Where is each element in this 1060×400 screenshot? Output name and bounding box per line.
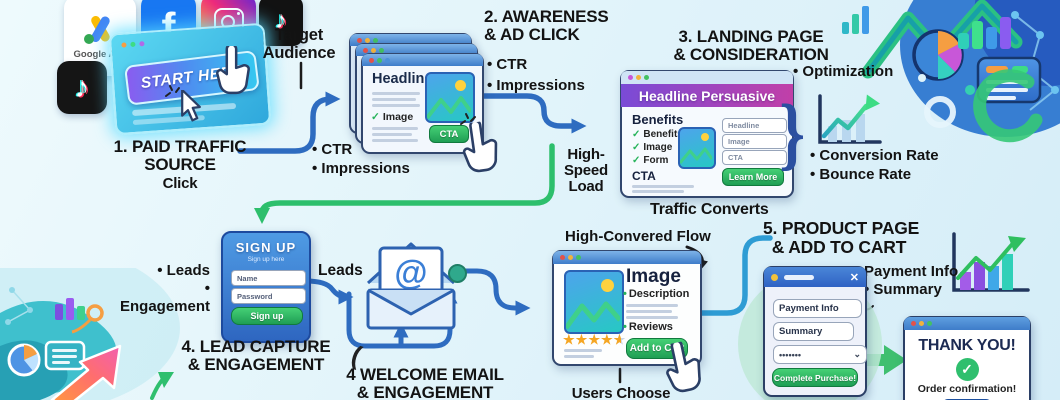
click-sparks xyxy=(165,85,180,97)
tiktok-icon-2[interactable]: ♪ xyxy=(57,61,107,114)
payment-info-field[interactable]: Payment Info xyxy=(773,299,862,318)
decor-top-right xyxy=(842,0,1060,143)
step5-title: 5. PRODUCT PAGE & ADD TO CART xyxy=(763,218,920,257)
star-rating: ★★★★★★ xyxy=(563,333,626,346)
product-title: Image xyxy=(626,266,681,287)
envelope-icon: @ xyxy=(366,242,456,330)
google-ads-logo xyxy=(84,15,110,44)
growth-chart xyxy=(952,232,1030,292)
star-icon: ★ xyxy=(600,332,614,347)
step2-bullets: • CTR • Impressions xyxy=(487,56,585,95)
landing-field-cta[interactable]: CTA xyxy=(722,150,787,165)
landing-image-thumb xyxy=(678,127,716,169)
signup-password-input[interactable]: Password xyxy=(231,288,306,304)
signup-name-input[interactable]: Name xyxy=(231,270,306,286)
chevron-down-icon: ⌄ xyxy=(853,349,861,359)
flow-label: High-Convered Flow xyxy=(565,228,711,245)
complete-purchase-button[interactable]: Complete Purchase! xyxy=(772,368,858,387)
order-confirmation-label: Order confirmation! xyxy=(917,383,1017,395)
target-audience-label: Target Audience xyxy=(262,26,336,62)
checkmark-circle-icon: ✓ xyxy=(955,358,979,381)
product-image-thumb xyxy=(564,270,624,334)
step3-metrics: • Conversion Rate • Bounce Rate xyxy=(810,147,939,184)
google-ads-label: Google Ads xyxy=(73,48,127,60)
ad-image-check: ✓Image xyxy=(371,111,414,123)
optimization-bullet: • Optimization xyxy=(793,63,894,80)
welcome-title: 4 WELCOME EMAIL & ENGAGEMENT xyxy=(346,365,504,400)
cta-button[interactable]: CTA xyxy=(429,125,469,143)
tiktok-icon[interactable]: ♪ xyxy=(259,0,303,46)
step3-title: 3. LANDING PAGE & CONSIDERATION xyxy=(673,27,829,65)
password-dropdown[interactable]: ••••••• ⌄ xyxy=(773,345,867,364)
check-icon: ✓ xyxy=(371,111,380,123)
landing-cta-label: CTA xyxy=(632,169,656,183)
high-speed-label: High-Speed Load xyxy=(563,146,608,196)
landing-benefits-title: Benefits xyxy=(632,112,684,127)
brace-right: } xyxy=(779,87,806,178)
ad-metrics: • CTR • Impressions xyxy=(312,141,410,178)
flow-node-dot xyxy=(448,264,467,283)
landing-window: Headline Persuasive Benefits ✓Benefits ✓… xyxy=(620,70,794,198)
cursor-arrow-icon xyxy=(181,90,201,122)
step4-title: 4. LEAD CAPTURE & ENGAGEMENT xyxy=(181,337,331,375)
ad-window: Headline ✓Image CTA xyxy=(361,53,484,154)
star-half-icon: ★★ xyxy=(613,332,627,347)
thankyou-title: THANK YOU! xyxy=(918,337,1016,354)
landing-field-image[interactable]: Image xyxy=(722,134,787,149)
users-choose-label: Users Choose xyxy=(571,385,671,400)
star-icon: ★ xyxy=(575,332,589,347)
check-icon: ✓ xyxy=(632,129,641,140)
window-dot xyxy=(771,273,778,281)
check-icon: ✓ xyxy=(632,142,641,153)
decor-bottom-left xyxy=(0,268,180,400)
step1-title: 1. PAID TRAFFIC SOURCE Click xyxy=(105,137,255,192)
bullet-icon: • xyxy=(623,288,627,300)
cursor-hand-icon xyxy=(666,339,701,393)
signup-sub: Sign up here xyxy=(247,256,285,263)
landing-field-headline[interactable]: Headline xyxy=(722,118,787,133)
step2-title: 2. AWARENESS & AD CLICK xyxy=(484,7,609,45)
bullet-icon: • xyxy=(623,321,627,333)
browser-dots xyxy=(121,41,145,48)
step1-sub: Click xyxy=(162,174,198,192)
star-icon: ★ xyxy=(588,332,601,347)
at-icon: @ xyxy=(394,254,427,292)
signup-button[interactable]: Sign up xyxy=(231,307,303,325)
step4-bullets: • Leads • Engagement xyxy=(119,262,210,315)
payment-info-bullets: Payment Info • Summary xyxy=(864,263,959,299)
payment-modal-titlebar: ✕ xyxy=(764,267,866,287)
signup-title: SIGN UP xyxy=(235,240,297,255)
cursor-hand-icon xyxy=(462,119,498,173)
conversion-chart xyxy=(818,94,882,144)
ad-headline: Headline xyxy=(372,71,433,87)
payment-modal: ✕ Payment Info Summary ••••••• ⌄ Complet… xyxy=(763,266,867,397)
thankyou-window: THANK YOU! ✓ Order confirmation! xyxy=(903,316,1031,400)
traffic-converts-label: Traffic Converts xyxy=(650,201,769,218)
leads-label: Leads xyxy=(318,262,363,279)
check-icon: ✓ xyxy=(632,155,641,166)
click-sparks xyxy=(460,113,476,125)
learn-more-button[interactable]: Learn More xyxy=(722,168,784,186)
landing-header: Headline Persuasive xyxy=(621,84,793,107)
summary-field[interactable]: Summary xyxy=(773,322,854,341)
signup-card: SIGN UP Sign up here Name Password Sign … xyxy=(221,231,311,343)
star-icon: ★ xyxy=(563,332,576,347)
close-icon[interactable]: ✕ xyxy=(849,271,859,284)
cursor-hand-icon xyxy=(216,46,250,95)
